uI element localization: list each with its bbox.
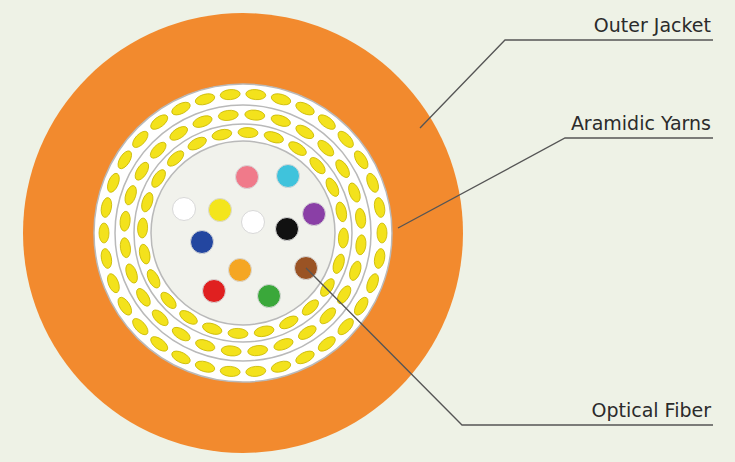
- yarn: [316, 112, 338, 132]
- yarn: [170, 100, 192, 118]
- yarn: [364, 272, 381, 294]
- yarn: [331, 253, 347, 275]
- part-label: Aramidic Yarns: [571, 112, 711, 134]
- yarn: [270, 359, 292, 374]
- optical-fibers: [173, 165, 326, 308]
- yarn: [373, 248, 387, 269]
- yarn: [148, 140, 169, 161]
- yarn: [270, 113, 292, 129]
- yarn: [123, 184, 139, 206]
- yarn: [245, 89, 266, 101]
- fiber-core: [151, 141, 335, 325]
- yarn: [352, 149, 371, 171]
- part-label: Outer Jacket: [594, 14, 711, 36]
- yarn: [263, 129, 285, 145]
- yarn: [130, 316, 151, 338]
- leader-lines: [306, 40, 713, 425]
- yarn: [334, 201, 348, 223]
- yarn: [100, 197, 114, 218]
- yarn: [296, 323, 318, 342]
- yarn: [211, 128, 233, 142]
- yarn: [333, 158, 352, 180]
- yarn: [294, 348, 316, 366]
- yarn: [218, 109, 239, 121]
- yarn: [134, 286, 153, 308]
- yarn: [100, 248, 114, 269]
- yarn: [338, 228, 349, 248]
- yarn: [335, 129, 356, 151]
- yarn: [99, 223, 109, 243]
- yarn: [123, 262, 139, 284]
- yarn-layer: [94, 84, 392, 382]
- aramid-yarns: [99, 89, 387, 378]
- yarn: [373, 197, 387, 218]
- yarn: [245, 365, 266, 377]
- yarn-separator: [115, 105, 371, 361]
- yarn: [170, 325, 192, 344]
- yarn: [119, 211, 131, 232]
- yarn: [228, 328, 248, 339]
- yarn: [364, 172, 381, 194]
- yarn: [317, 305, 338, 326]
- yarn: [347, 260, 363, 282]
- yarn: [352, 295, 371, 317]
- yarn: [105, 272, 122, 294]
- yarn: [148, 112, 170, 132]
- yarn: [105, 172, 122, 194]
- yarn: [315, 138, 336, 159]
- yarn: [130, 129, 151, 151]
- yarn: [244, 109, 265, 121]
- yarn: [220, 365, 241, 377]
- yarn: [346, 181, 362, 203]
- yarn: [294, 100, 316, 118]
- yarn: [316, 334, 338, 354]
- yarn: [115, 295, 134, 317]
- yarn: [119, 237, 131, 258]
- yarn: [150, 307, 171, 328]
- yarn: [335, 284, 354, 306]
- yarn: [253, 324, 275, 338]
- outer-jacket: [23, 13, 463, 453]
- yarn: [137, 218, 148, 238]
- yarn: [148, 334, 170, 354]
- yarn: [220, 89, 241, 101]
- yarn: [355, 234, 367, 255]
- yarn: [335, 316, 356, 338]
- yarn: [377, 223, 387, 243]
- yarn: [221, 345, 242, 357]
- yarn: [201, 321, 223, 337]
- yarn: [194, 92, 216, 107]
- yarn: [115, 149, 134, 171]
- yarn: [294, 122, 316, 141]
- yarn: [270, 92, 292, 107]
- yarn: [194, 337, 216, 353]
- yarn: [170, 348, 192, 366]
- yarn: [247, 344, 268, 356]
- yarn: [191, 113, 213, 129]
- yarn: [272, 336, 294, 352]
- yarn: [354, 208, 366, 229]
- yarn: [132, 160, 151, 182]
- yarn: [238, 127, 258, 138]
- yarn: [194, 359, 216, 374]
- yarn: [138, 243, 152, 265]
- yarn: [139, 191, 155, 213]
- yarn: [168, 124, 190, 143]
- part-label: Optical Fiber: [591, 399, 711, 421]
- yarn-separator: [134, 124, 352, 342]
